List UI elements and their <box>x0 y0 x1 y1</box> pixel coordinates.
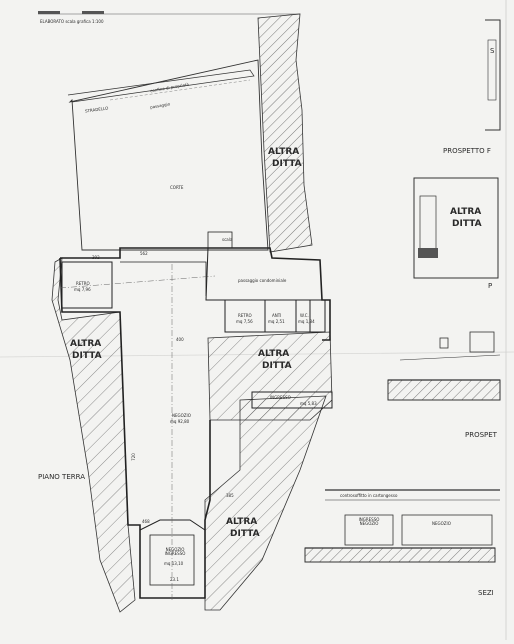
room-retro-left-name: RETRO <box>76 281 90 286</box>
section-ceiling-caption: controsoffitto in cartongesso <box>340 493 398 498</box>
courtyard-label: CORTE <box>170 185 184 190</box>
neighbor-area-top <box>257 13 313 253</box>
elevation-s-label: S <box>490 47 495 55</box>
room-negozio-ingresso-name: NEGOZIO INGRESSO <box>164 547 186 556</box>
stradello-path <box>67 69 255 103</box>
room-retro-left-area: mq 7,96 <box>74 287 91 292</box>
room-retro-mid-area: mq 7,56 <box>236 319 253 324</box>
neighbor-area-bottom <box>204 395 327 611</box>
room-retro-mid-name: RETRO <box>238 313 252 318</box>
dimension-label: 468 <box>142 519 150 524</box>
room-negozio-ingresso-area: mq 13,10 <box>164 561 184 566</box>
neighbor-label-right-1: ALTRA <box>450 207 482 217</box>
drawing-title: ELABORATO scala grafica 1:100 <box>40 19 104 24</box>
scale-bar <box>38 11 300 15</box>
neighbor-area-left <box>51 257 136 613</box>
neighbor-label-mid-2: DITTA <box>262 361 292 371</box>
section-ingresso-label: INGRESSO NEGOZIO <box>358 517 380 526</box>
neighbor-label-left-1: ALTRA <box>70 339 102 349</box>
dimension-label: 23.1 <box>170 577 179 582</box>
elevation-p-label: P <box>488 282 493 290</box>
section-title: SEZI <box>478 589 494 597</box>
neighbor-label-mid-1: ALTRA <box>258 349 290 359</box>
neighbor-label-bottom-2: DITTA <box>230 529 260 539</box>
section-negozio-label: NEGOZIO <box>432 521 451 526</box>
shared-passage-label: passaggio condominiale <box>238 278 287 283</box>
room-wc-name: W.C. <box>300 313 309 318</box>
room-anti-name: ANTI <box>272 313 282 318</box>
dimension-label: 720 <box>130 453 136 461</box>
elevation-title-mid: PROSPET <box>465 431 497 439</box>
room-ingresso-name: INGRESSO <box>270 395 291 400</box>
neighbor-label-left-2: DITTA <box>72 351 102 361</box>
elevation-drawings <box>304 19 501 563</box>
elevation-title-top: PROSPETTO F <box>443 147 491 155</box>
building-walls <box>59 231 333 600</box>
dimension-label: 392 <box>92 255 100 260</box>
room-wc-area: mq 1,84 <box>298 319 315 324</box>
room-negozio-name: NEGOZIO <box>172 413 191 418</box>
courtyard-outline <box>68 59 269 251</box>
room-anti-area: mq 2,51 <box>268 319 285 324</box>
dimension-label: 385 <box>226 493 234 498</box>
room-negozio-area: mq 92,80 <box>170 419 190 424</box>
dimension-label: 400 <box>176 337 184 342</box>
neighbor-label-right-2: DITTA <box>452 219 482 229</box>
room-ingresso-area: mq 5,83 <box>300 401 317 406</box>
floor-level-label: PIANO TERRA <box>38 473 85 481</box>
dimension-label: 562 <box>140 251 148 256</box>
neighbor-label-top-1: ALTRA <box>268 147 300 157</box>
neighbor-label-top-2: DITTA <box>272 159 302 169</box>
neighbor-label-bottom-1: ALTRA <box>226 517 258 527</box>
stair-label: scala <box>222 237 233 242</box>
